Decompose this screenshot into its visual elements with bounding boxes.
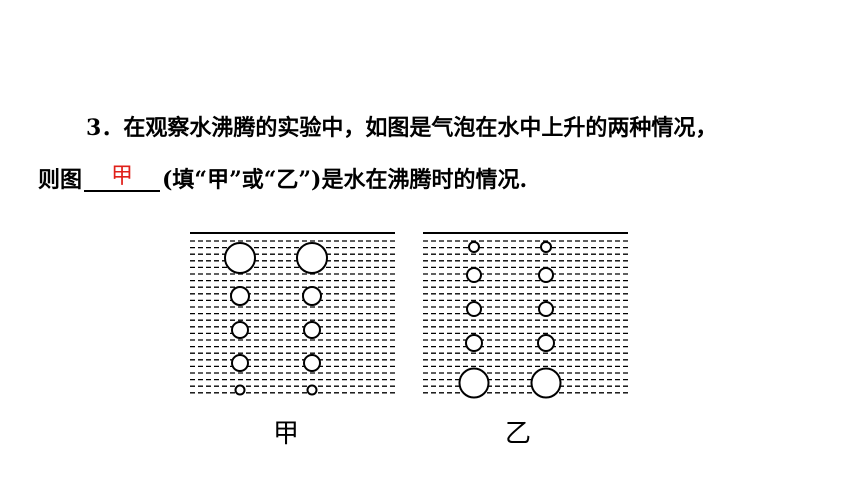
question-line-2: 则图甲(填“甲”或“乙”)是水在沸腾时的情况. <box>38 164 528 196</box>
jia-bubble <box>303 321 321 339</box>
yi-bubble <box>538 301 554 317</box>
jia-bubble <box>303 354 321 372</box>
answer-blank: 甲 <box>84 164 161 192</box>
jia-bubble <box>296 242 328 274</box>
yi-bubble <box>537 334 555 352</box>
yi-bubble <box>465 334 483 352</box>
question-text-suffix: (填“甲”或“乙”)是水在沸腾时的情况. <box>162 167 528 193</box>
jia-bubble <box>306 384 318 396</box>
jia-bubble <box>230 286 250 306</box>
question-number: 3 <box>86 115 102 141</box>
jia-bubble <box>231 354 249 372</box>
yi-bubble <box>530 367 562 399</box>
jia-bubble <box>234 384 246 396</box>
beaker-jia <box>190 232 395 396</box>
question-text-prefix: 则图 <box>38 167 83 193</box>
figure-label-jia: 甲 <box>273 419 300 449</box>
question-text-line-1: ．在观察水沸腾的实验中，如图是气泡在水中上升的两种情况， <box>101 115 718 141</box>
jia-bubble <box>224 242 256 274</box>
jia-bubble <box>302 286 322 306</box>
yi-bubble <box>466 301 482 317</box>
figure-label-yi: 乙 <box>505 419 532 449</box>
yi-bubble <box>540 241 552 253</box>
yi-bubble <box>468 241 480 253</box>
beaker-yi <box>423 232 628 399</box>
yi-bubble <box>466 267 482 283</box>
yi-bubble <box>458 367 490 399</box>
question-line-1: 3．在观察水沸腾的实验中，如图是气泡在水中上升的两种情况， <box>86 113 717 143</box>
jia-bubble <box>231 321 249 339</box>
yi-bubble <box>538 267 554 283</box>
